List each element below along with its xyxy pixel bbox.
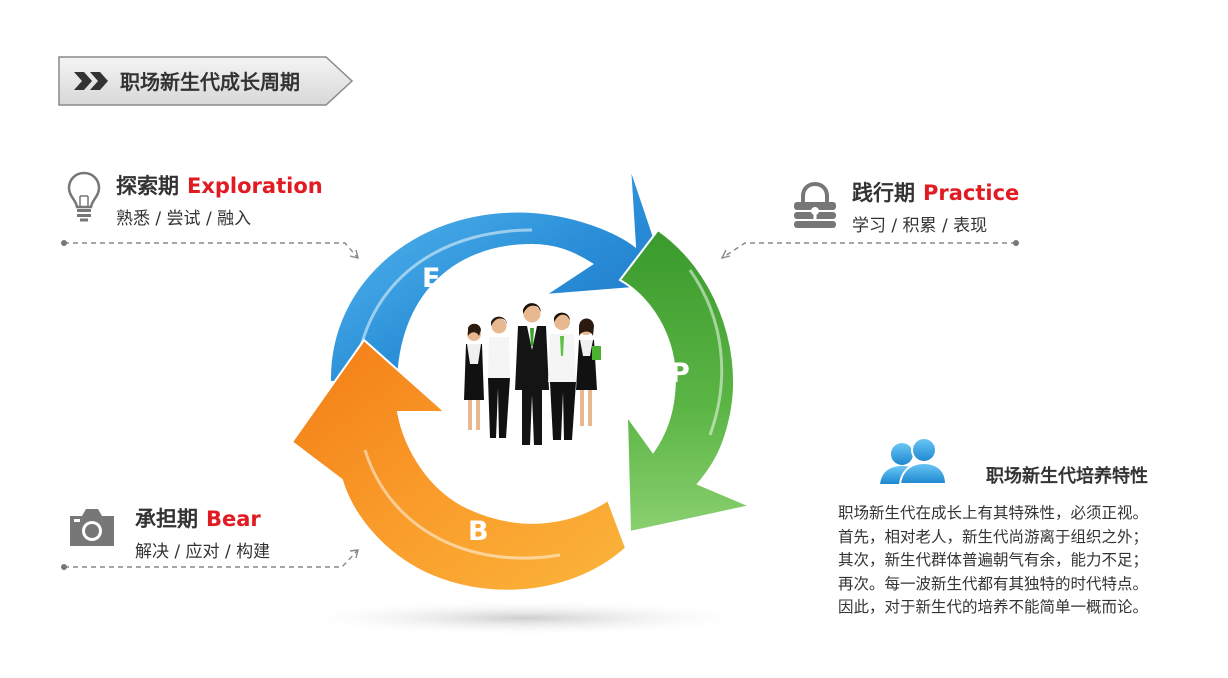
arrow-bear <box>290 338 628 592</box>
traits-line: 因此，对于新生代的培养不能简单一概而论。 <box>838 598 1149 616</box>
cycle-diagram: E P B <box>270 150 770 678</box>
traits-line: 职场新生代在成长上有其特殊性，必须正视。 <box>838 504 1149 522</box>
camera-icon <box>68 506 116 552</box>
arrow-practice <box>618 228 754 534</box>
phase-exploration: 探索期 Exploration 熟悉 / 尝试 / 融入 <box>116 170 323 229</box>
phase-practice: 践行期 Practice 学习 / 积累 / 表现 <box>852 177 1019 236</box>
double-chevron-icon <box>74 72 108 90</box>
connector-practice <box>721 242 1016 259</box>
floor-shadow <box>285 600 765 636</box>
page-title: 职场新生代成长周期 <box>120 70 300 94</box>
phase-bear-cn: 承担期 <box>135 507 198 531</box>
connector-bear <box>64 549 359 568</box>
lock-icon <box>793 181 837 232</box>
phase-practice-en: Practice <box>923 181 1020 205</box>
traits-line: 其次，新生代群体普遍朝气有余，能力不足； <box>838 551 1149 569</box>
letter-b: B <box>468 516 489 547</box>
phase-practice-sub: 学习 / 积累 / 表现 <box>852 216 988 236</box>
traits-title: 职场新生代培养特性 <box>986 466 1148 487</box>
people-icon <box>878 436 948 490</box>
lightbulb-icon <box>66 170 102 226</box>
phase-exploration-sub: 熟悉 / 尝试 / 融入 <box>116 209 252 229</box>
section-title-tag <box>58 56 354 106</box>
phase-exploration-cn: 探索期 <box>116 174 179 198</box>
phase-exploration-en: Exploration <box>187 174 323 198</box>
traits-line: 再次。每一波新生代都有其独特的时代特点。 <box>838 574 1149 593</box>
traits-paragraph: 职场新生代在成长上有其特殊性，必须正视。 首先，相对老人，新生代尚游离于组织之外… <box>838 502 1148 620</box>
letter-e: E <box>422 263 440 294</box>
phase-practice-cn: 践行期 <box>852 181 915 205</box>
phase-bear-en: Bear <box>206 507 261 531</box>
phase-bear-sub: 解决 / 应对 / 构建 <box>135 542 271 562</box>
letter-p: P <box>670 358 690 389</box>
traits-line: 首先，相对老人，新生代尚游离于组织之外； <box>838 527 1149 546</box>
connector-exploration <box>64 242 359 259</box>
phase-bear: 承担期 Bear 解决 / 应对 / 构建 <box>135 503 270 562</box>
